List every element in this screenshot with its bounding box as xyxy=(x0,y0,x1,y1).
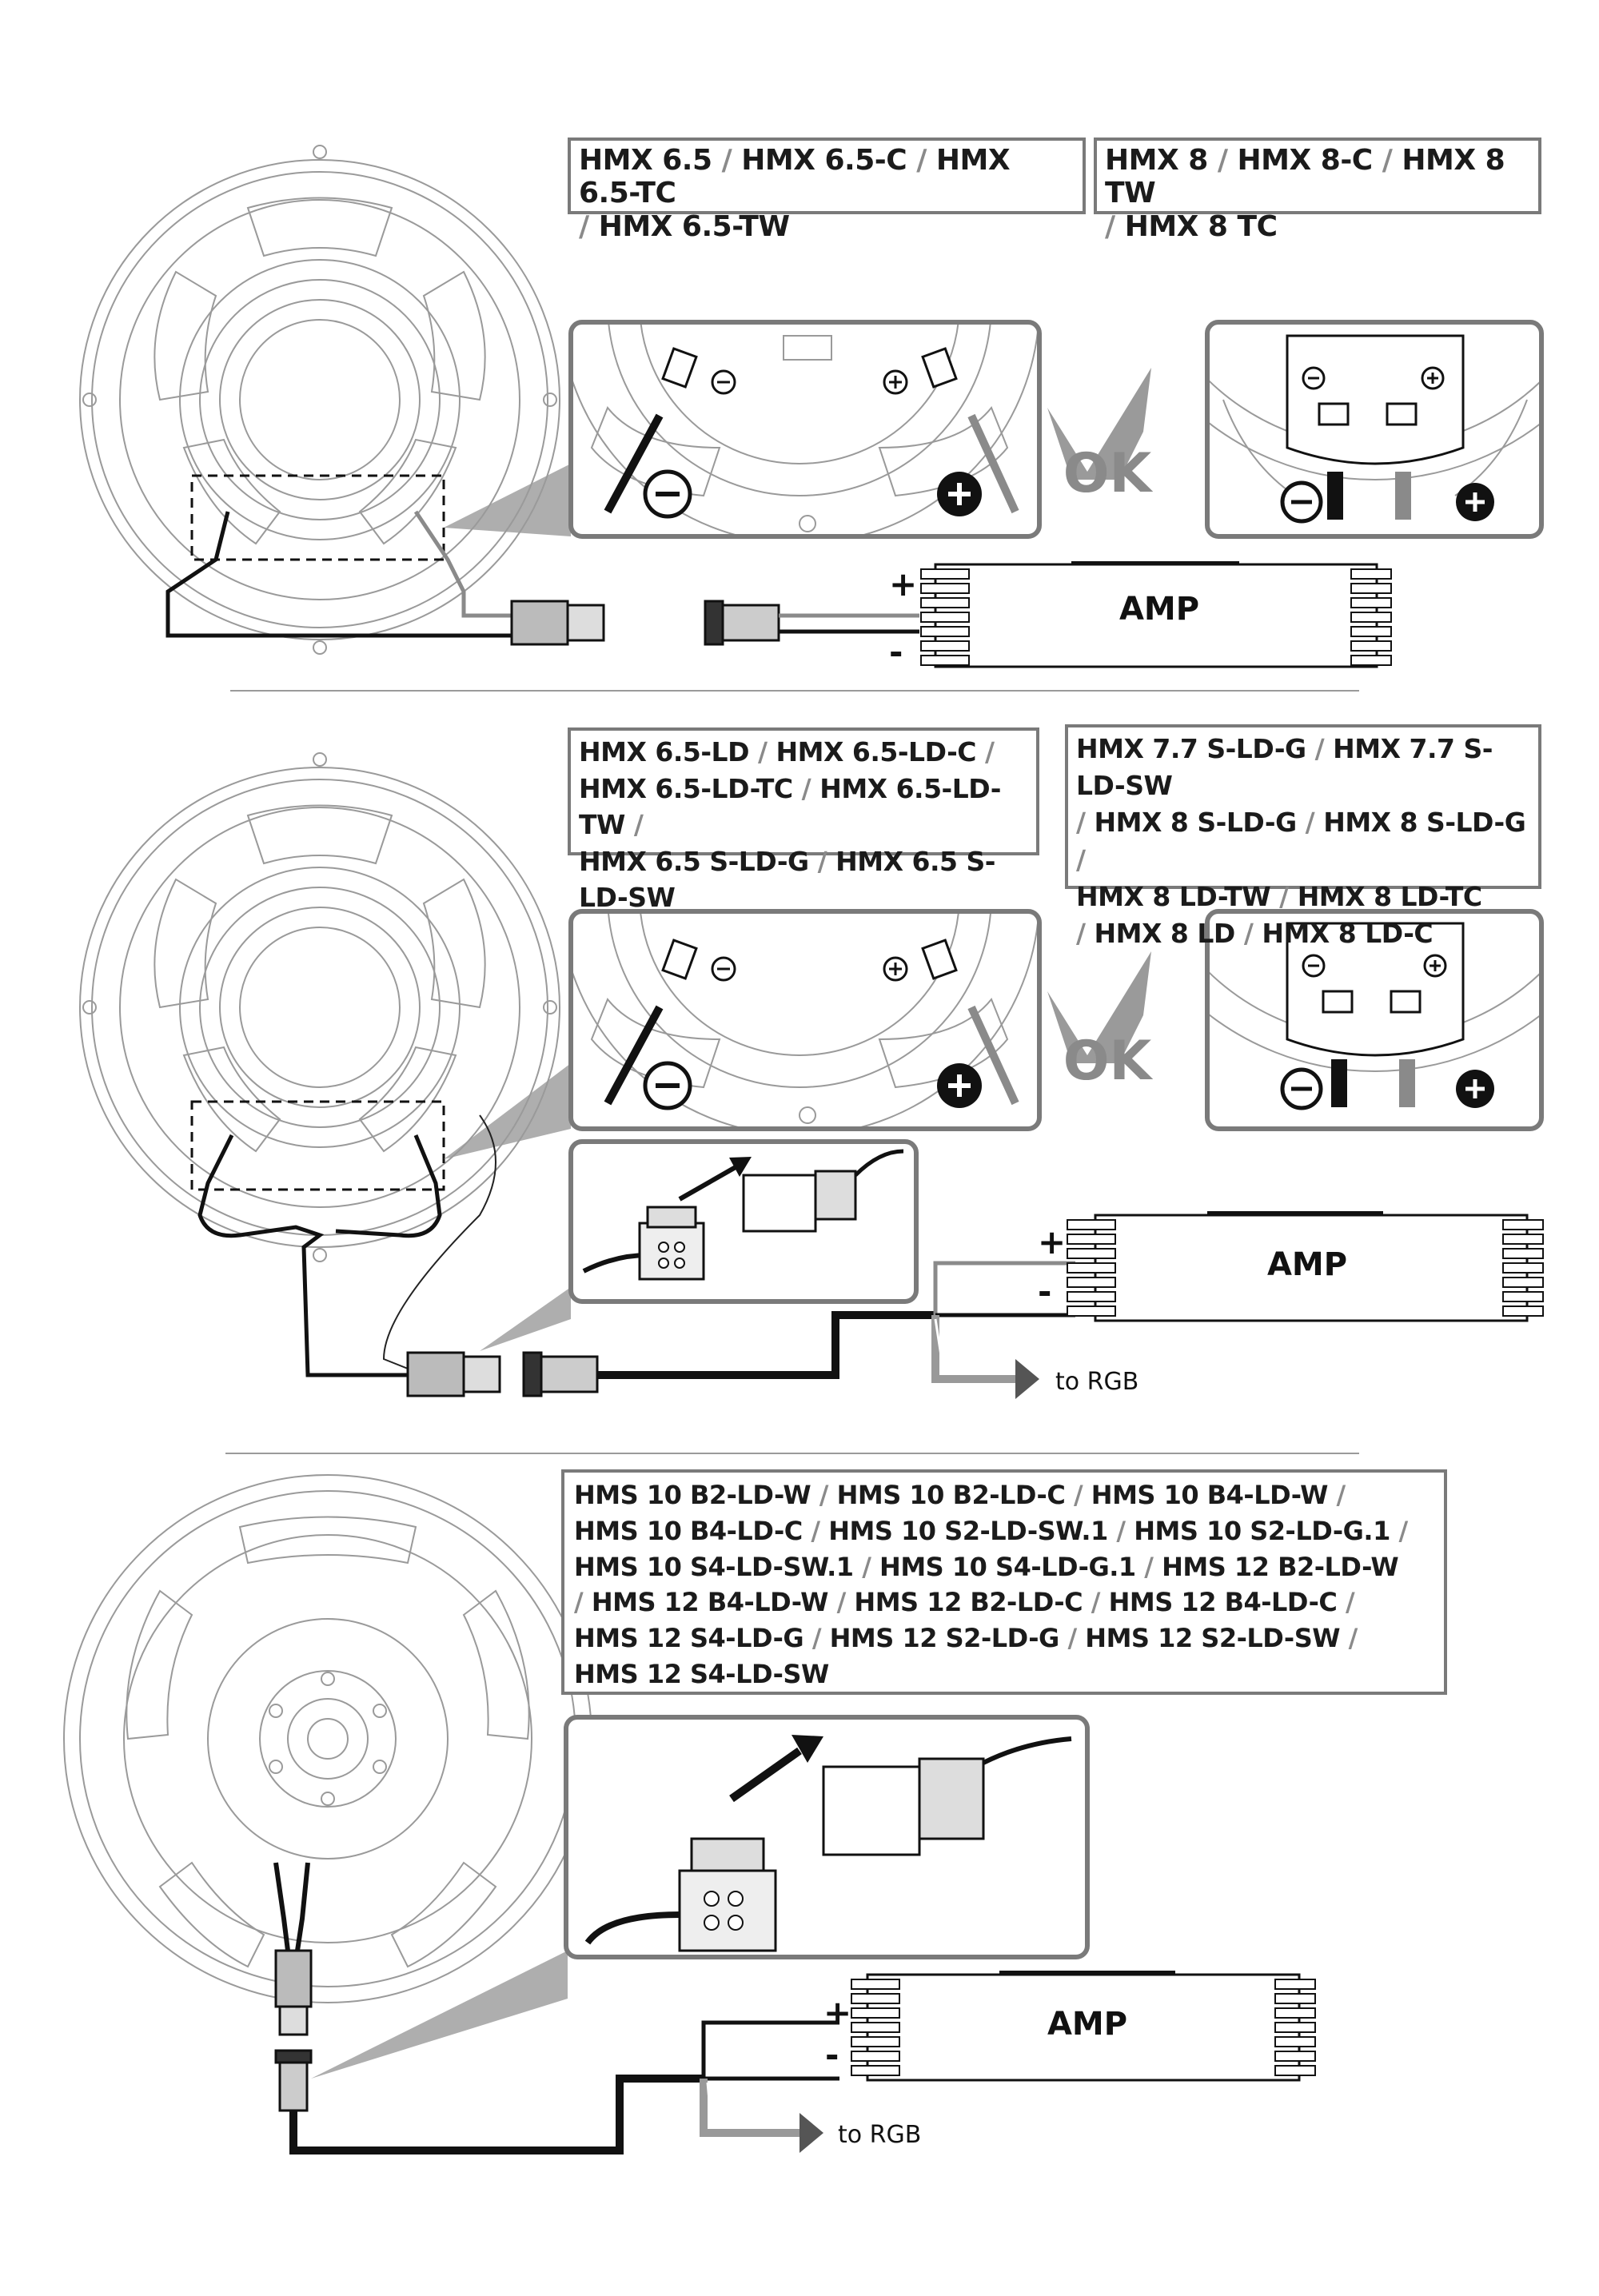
model-label: HMS 10 B2-LD-W xyxy=(574,1480,811,1510)
amp-minus-label: - xyxy=(1038,1272,1051,1311)
section-2: to RGB + - AMP xyxy=(79,752,1544,1399)
model-label: HMX 8 LD xyxy=(1094,917,1236,949)
model-label: HMX 8 LD-TC xyxy=(1297,880,1482,912)
model-label: HMS 12 B4-LD-W xyxy=(591,1587,829,1618)
wire-positive xyxy=(413,510,512,618)
model-label: HMX 8-C xyxy=(1237,144,1374,177)
model-label: HMX 8 TW xyxy=(1105,144,1505,210)
amp-label: AMP xyxy=(1119,591,1199,628)
amplifier: AMP xyxy=(920,561,1392,668)
model-list-section2-b: HMX 7.7 S-LD-G / HMX 7.7 S-LD-SW / HMX 8… xyxy=(1065,724,1541,949)
section-1: + - AMP xyxy=(79,145,1544,672)
model-label: HMX 6.5-TC xyxy=(579,144,1011,210)
model-label: HMX 6.5-LD-TC xyxy=(579,772,793,804)
amplifier: AMP xyxy=(851,1971,1316,2082)
wire-rgb-thin xyxy=(382,1114,496,1369)
rgb-arrow-icon xyxy=(1015,1359,1039,1399)
model-label: HMX 7.7 S-LD-G xyxy=(1076,733,1306,764)
zoom-panel-connector xyxy=(480,1139,919,1351)
speaker-6-5-ld-illustration xyxy=(79,752,560,1262)
model-label: HMX 6.5-TW xyxy=(598,209,790,243)
wire-black-a xyxy=(273,1862,290,1951)
zoom-callout xyxy=(444,1063,571,1159)
ok-label: OK xyxy=(1063,442,1154,505)
zoom-panel-terminals-8 xyxy=(1205,320,1544,539)
connector-male xyxy=(274,1949,313,2036)
wire-to-amp-black xyxy=(289,2075,704,2154)
rgb-label: to RGB xyxy=(838,2121,921,2149)
wire-to-amp-positive xyxy=(701,2020,839,2079)
model-label: HMX 6.5-LD xyxy=(579,736,749,767)
model-label: HMS 12 S4-LD-SW xyxy=(574,1658,829,1689)
connector-male xyxy=(510,600,605,646)
model-label: HMX 8 TC xyxy=(1124,209,1278,243)
ok-label: OK xyxy=(1063,1030,1154,1093)
model-label: HMS 12 S2-LD-SW xyxy=(1085,1623,1341,1654)
connector-female xyxy=(522,1351,599,1397)
model-label: HMS 12 S4-LD-G xyxy=(574,1623,804,1654)
model-label: HMX 6.5 xyxy=(579,144,712,177)
rgb-arrow-icon xyxy=(800,2113,823,2153)
wire-to-rgb xyxy=(931,1315,1015,1383)
model-label: HMX 6.5-LD-C xyxy=(776,736,977,767)
model-list-section1-b: HMX 8 / HMX 8-C / HMX 8 TW / HMX 8 TC xyxy=(1094,138,1541,243)
model-label: HMX 6.5 S-LD-SW xyxy=(579,845,995,914)
model-label: HMX 8 LD-C xyxy=(1262,917,1434,949)
model-label: HMS 12 B2-LD-C xyxy=(854,1587,1083,1618)
zoom-panel-connector xyxy=(311,1715,1090,2079)
zoom-panel-terminals-6-5 xyxy=(568,320,1042,539)
model-label: HMS 10 S2-LD-G.1 xyxy=(1134,1515,1390,1546)
model-label: HMS 12 B2-LD-W xyxy=(1162,1551,1399,1582)
subwoofer-illustration xyxy=(63,1474,592,2003)
model-label: HMX 8 xyxy=(1105,144,1208,177)
wire-to-rgb xyxy=(700,2079,800,2137)
amp-label: AMP xyxy=(1047,2006,1127,2043)
amp-minus-label: - xyxy=(889,632,903,672)
amp-plus-label: + xyxy=(889,564,917,604)
amp-label: AMP xyxy=(1267,1246,1347,1283)
connector-female xyxy=(704,600,780,646)
model-label: HMS 10 B4-LD-C xyxy=(574,1515,803,1546)
ok-checkmark-icon: OK xyxy=(1047,951,1154,1093)
wire-black-b xyxy=(295,1862,310,1951)
model-label: HMX 6.5-LD-TW xyxy=(579,772,1001,841)
model-label: HMX 6.5 S-LD-G xyxy=(579,845,809,877)
terminal-highlight-box xyxy=(190,1100,445,1191)
model-label: HMX 8 S-LD-G xyxy=(1323,807,1526,839)
wire-black-loop-2 xyxy=(335,1134,442,1238)
amp-minus-label: - xyxy=(825,2035,839,2075)
section-3: to RGB + - AMP xyxy=(63,1474,1316,2154)
terminal-highlight-box xyxy=(190,474,445,561)
connector-male xyxy=(406,1351,501,1397)
wire-negative xyxy=(165,511,512,638)
rgb-label: to RGB xyxy=(1055,1368,1138,1396)
speaker-6-5-illustration xyxy=(79,145,560,655)
connector-female xyxy=(274,2049,313,2112)
model-label: HMS 12 S2-LD-G xyxy=(829,1623,1060,1654)
wire-to-amp-positive xyxy=(933,1261,1075,1315)
model-label: HMX 8 S-LD-G xyxy=(1094,807,1298,839)
model-label: HMS 10 B4-LD-W xyxy=(1091,1480,1329,1510)
model-label: HMS 10 B2-LD-C xyxy=(836,1480,1066,1510)
amplifier: AMP xyxy=(1067,1211,1544,1322)
zoom-panel-terminals-6-5-ld xyxy=(568,909,1042,1131)
model-label: HMX 6.5-C xyxy=(741,144,907,177)
model-label: HMX 8 LD-TW xyxy=(1076,880,1271,912)
model-label: HMS 10 S4-LD-G.1 xyxy=(879,1551,1136,1582)
zoom-panel-terminals-8-ld xyxy=(1205,909,1544,1131)
model-list-section2-a: HMX 6.5-LD / HMX 6.5-LD-C / HMX 6.5-LD-T… xyxy=(568,727,1039,913)
model-label: HMS 10 S4-LD-SW.1 xyxy=(574,1551,854,1582)
ok-checkmark-icon: OK xyxy=(1047,368,1154,505)
wire-to-amp-black xyxy=(597,1311,935,1379)
model-list-section1-a: HMX 6.5 / HMX 6.5-C / HMX 6.5-TC / HMX 6… xyxy=(568,138,1086,243)
zoom-callout xyxy=(444,464,571,536)
model-label: HMX 7.7 S-LD-SW xyxy=(1076,733,1493,802)
model-list-section3: HMS 10 B2-LD-W / HMS 10 B2-LD-C / HMS 10… xyxy=(561,1469,1447,1695)
model-label: HMS 12 B4-LD-C xyxy=(1108,1587,1338,1618)
wire-black-loop xyxy=(197,1134,408,1377)
amp-plus-label: + xyxy=(823,1993,851,2032)
amp-plus-label: + xyxy=(1038,1222,1066,1262)
model-label: HMS 10 S2-LD-SW.1 xyxy=(828,1515,1108,1546)
